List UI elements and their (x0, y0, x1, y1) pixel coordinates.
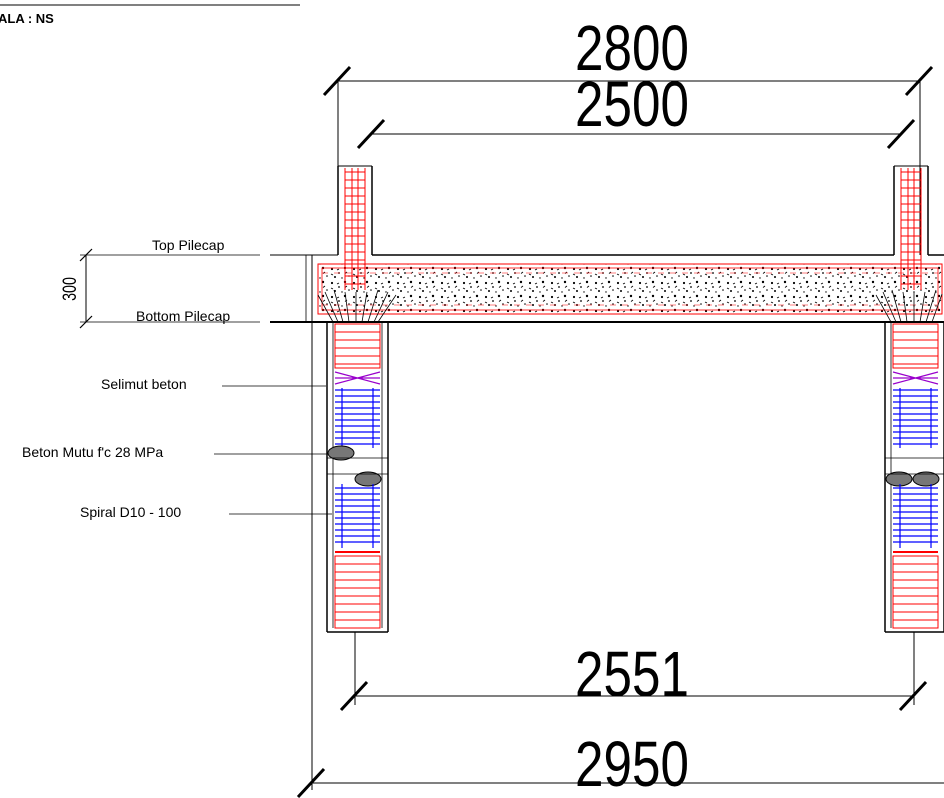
dimension-top-inner: 2500 (356, 70, 916, 150)
dimension-thickness: 300 (59, 248, 260, 329)
right-column-stub (893, 165, 929, 290)
dimension-bottom-inner: 2551 (339, 632, 928, 712)
label-top-pilecap: Top Pilecap (152, 237, 225, 253)
label-beton-mutu: Beton Mutu f'c 28 MPa (22, 444, 163, 460)
dimension-top-outer: 2800 (322, 14, 934, 255)
label-bottom-pilecap: Bottom Pilecap (136, 308, 230, 324)
left-pile (317, 289, 397, 633)
label-selimut-beton: Selimut beton (101, 376, 187, 392)
left-column-stub (337, 165, 373, 290)
scale-label: ALA : NS (0, 11, 54, 26)
dim-2500-text: 2500 (575, 70, 689, 141)
dim-2551-text: 2551 (575, 640, 689, 711)
label-spiral: Spiral D10 - 100 (80, 504, 181, 520)
dimension-bottom-outer: 2950 (296, 255, 944, 798)
dim-300-text: 300 (59, 277, 80, 301)
right-pile (875, 289, 944, 633)
dim-2950-text: 2950 (575, 730, 689, 798)
dim-2800-text: 2800 (575, 14, 689, 85)
